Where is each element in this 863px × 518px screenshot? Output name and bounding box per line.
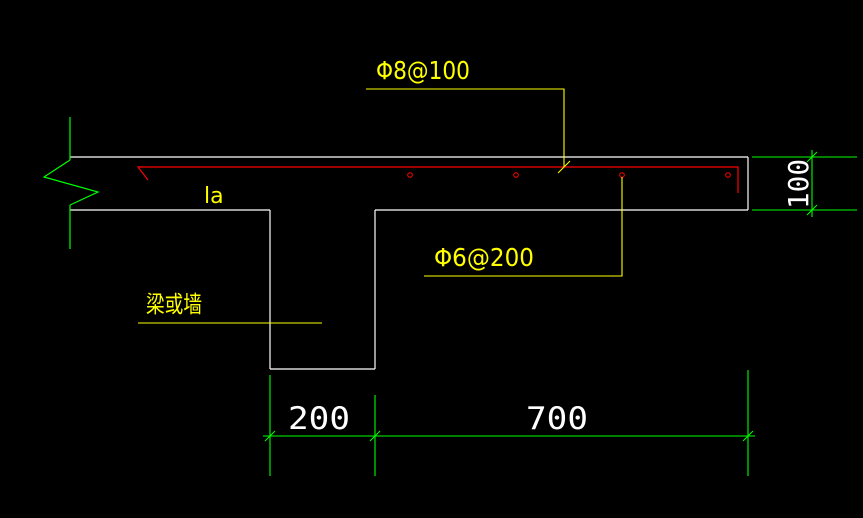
rebar-dot: [725, 172, 731, 178]
top-rebar: [136, 166, 739, 193]
anchorage-label: la: [204, 184, 224, 209]
top-rebar-leader: [366, 88, 565, 167]
bottom-rebar-label: Φ6@200: [434, 243, 534, 272]
distribution-bars: [407, 172, 731, 178]
top-rebar-label: Φ8@100: [376, 56, 470, 85]
cantilever-length-dimension: 700: [526, 401, 588, 437]
rebar-dot: [407, 172, 413, 178]
break-line: [42, 117, 100, 249]
rebar-dot: [513, 172, 519, 178]
slab-outline: [70, 156, 749, 370]
support-label: 梁或墙: [146, 292, 202, 318]
dimensions: [263, 150, 857, 476]
slab-thickness-dimension: 100: [782, 159, 815, 209]
top-rebar-leader-tick: [557, 160, 571, 174]
leader-lines: [138, 88, 623, 324]
bottom-rebar-leader: [424, 177, 623, 277]
support-width-dimension: 200: [288, 401, 350, 437]
